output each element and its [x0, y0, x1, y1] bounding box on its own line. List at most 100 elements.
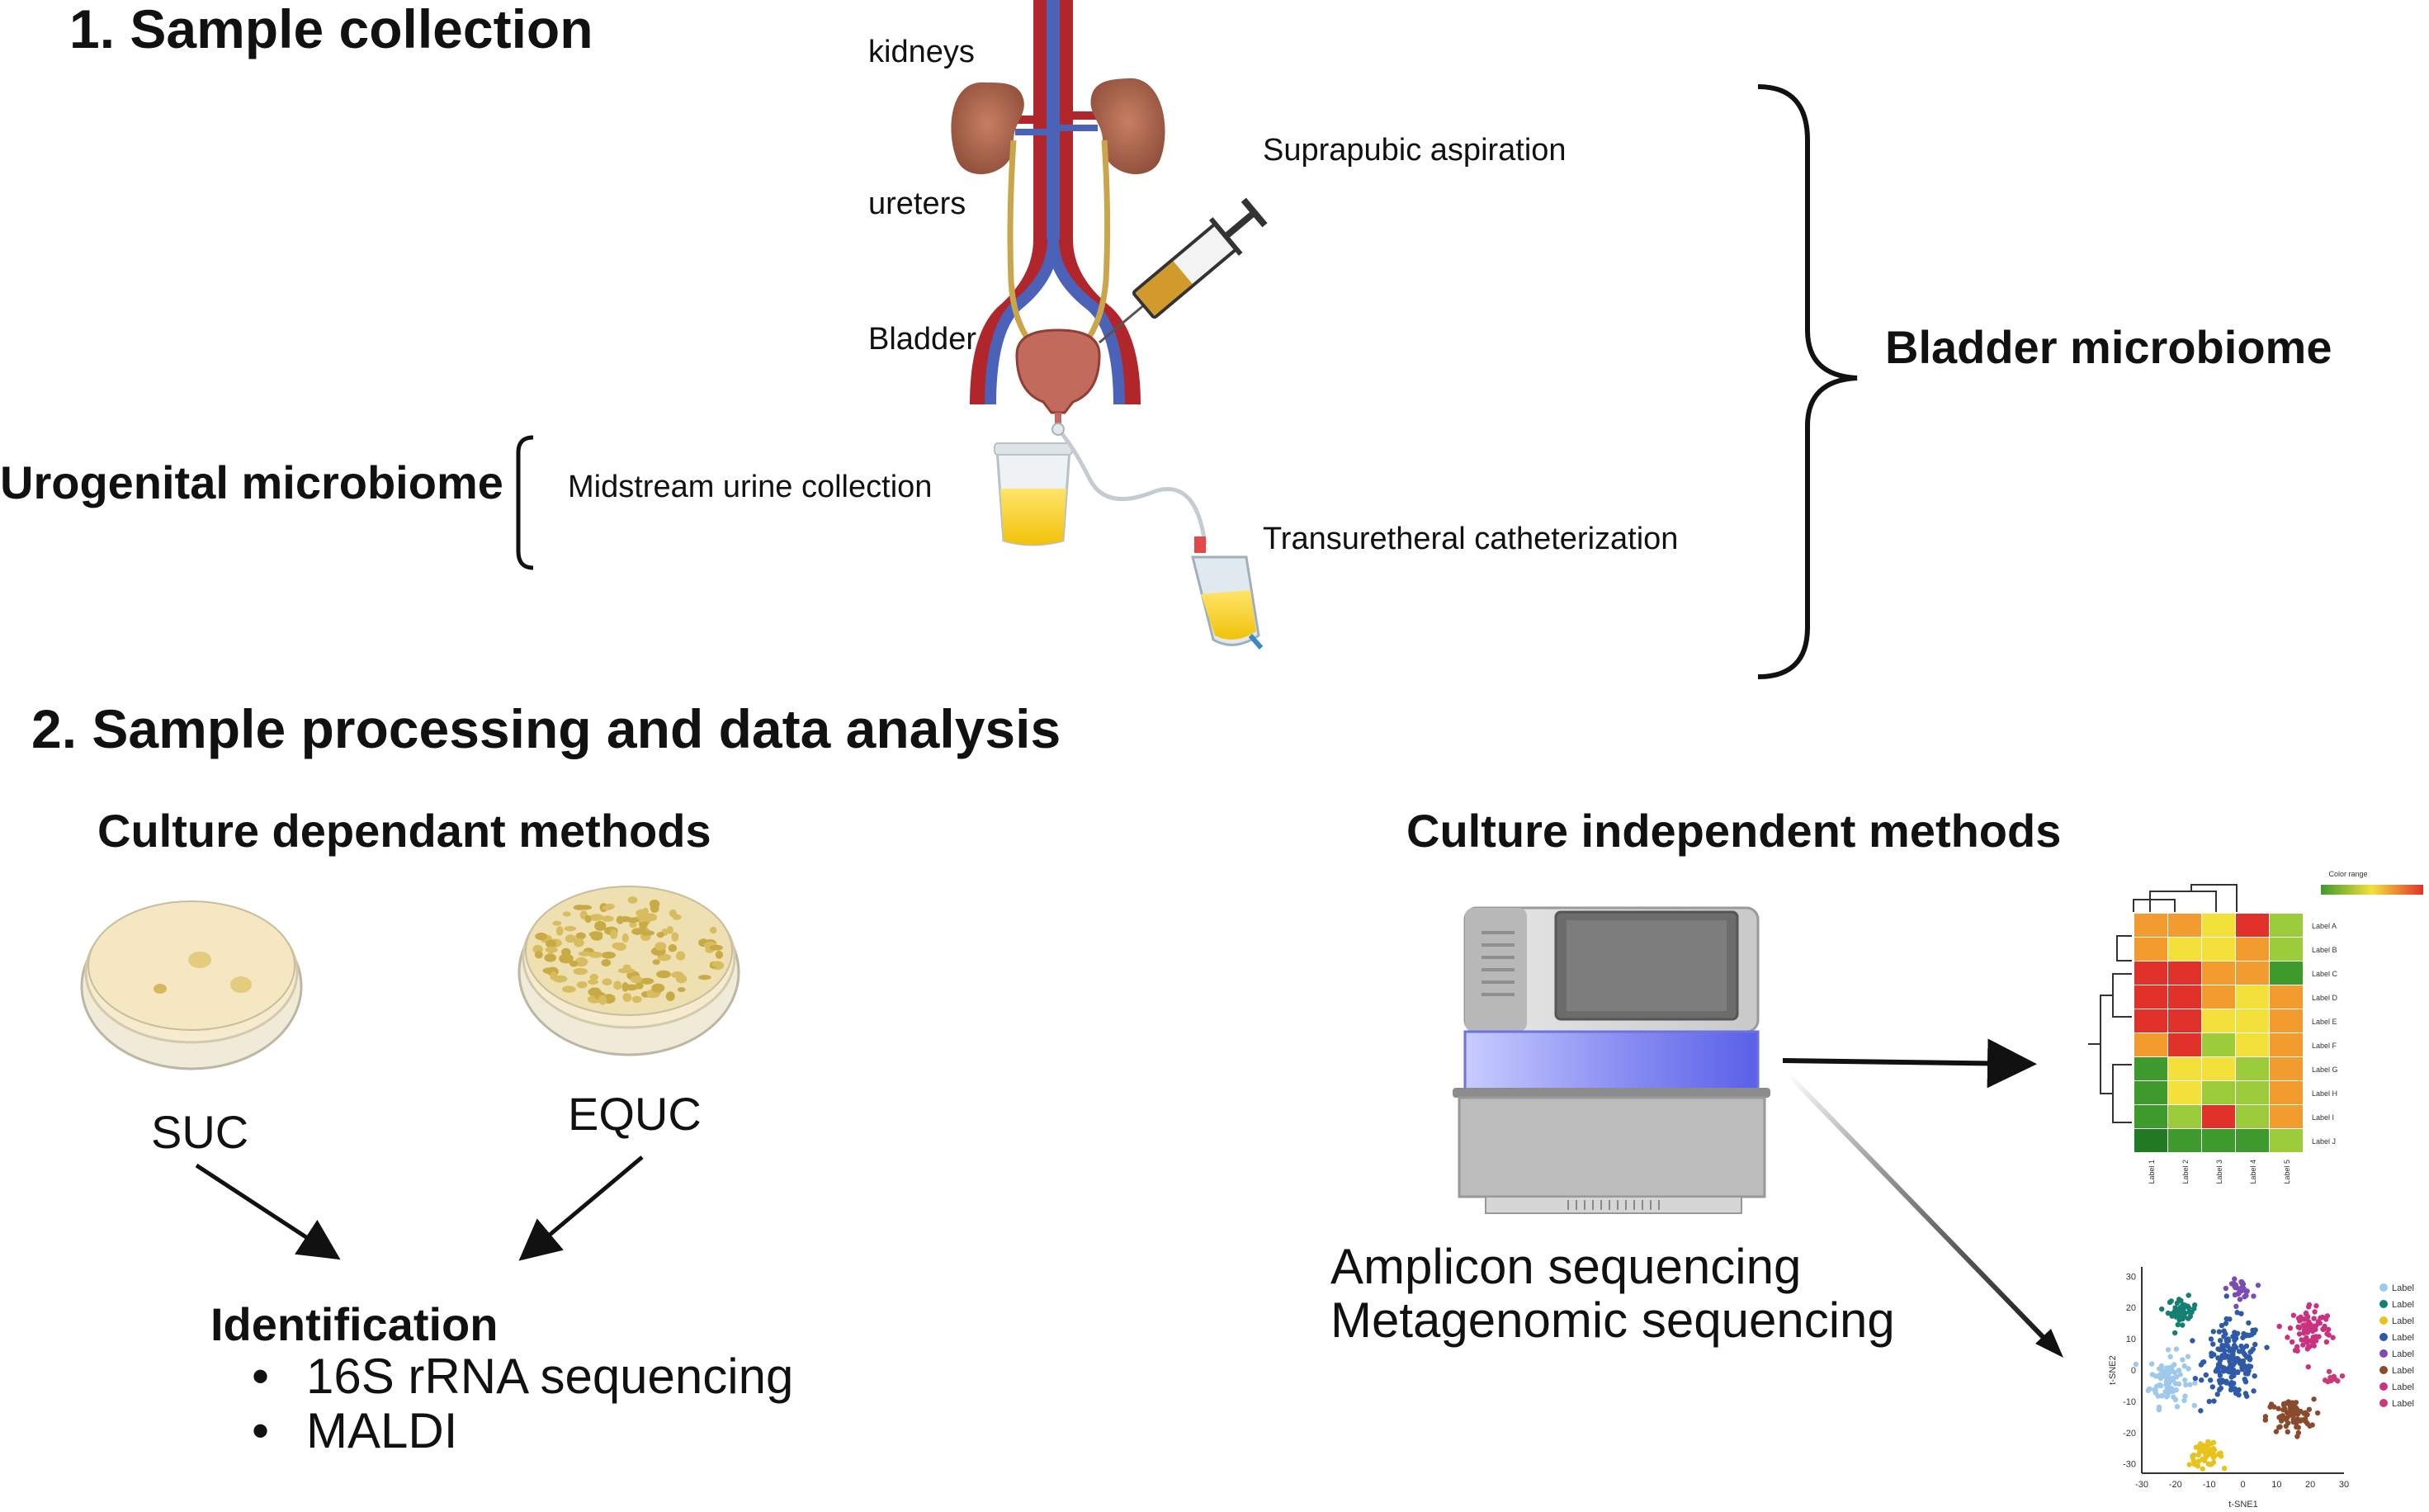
tsne-point: [2248, 1331, 2255, 1338]
heatmap-row-label: Label A: [2312, 922, 2337, 930]
tsne-point: [2296, 1331, 2303, 1337]
tsne-legend-label: Label: [2392, 1316, 2414, 1326]
label-midstream-urine: Midstream urine collection: [568, 470, 933, 504]
tsne-point: [2289, 1339, 2295, 1345]
colony: [535, 933, 548, 941]
tsne-point: [2232, 1276, 2238, 1282]
tsne-point: [2214, 1366, 2220, 1373]
method-metagenomic-sequencing: Metagenomic sequencing: [1330, 1292, 1895, 1348]
tsne-legend-swatch: [2379, 1399, 2388, 1407]
colony: [645, 913, 658, 922]
tsne-point: [2198, 1362, 2205, 1368]
tsne-point: [2206, 1398, 2212, 1405]
colony: [562, 985, 576, 993]
tsne-point: [2285, 1429, 2290, 1435]
tsne-point: [2294, 1348, 2300, 1354]
tsne-point: [2211, 1352, 2217, 1358]
heatmap-cell: [2270, 985, 2303, 1009]
tsne-point: [2191, 1402, 2198, 1409]
colony: [665, 991, 675, 1001]
tsne-point: [2159, 1392, 2165, 1399]
heatmap-column-dendrogram: [2133, 884, 2238, 912]
heatmap-cell: [2134, 962, 2167, 985]
tsne-point: [2309, 1422, 2315, 1428]
tsne-point: [2195, 1452, 2201, 1458]
heatmap-cell: [2270, 914, 2303, 937]
colony: [651, 983, 665, 993]
colony: [601, 915, 614, 922]
tsne-point: [2187, 1382, 2193, 1387]
tsne-point: [2183, 1382, 2189, 1388]
tsne-points: [2133, 1276, 2346, 1472]
heatmap-row-label: Label B: [2312, 946, 2337, 954]
tsne-point: [2280, 1407, 2286, 1413]
tsne-point: [2221, 1334, 2227, 1340]
colony: [616, 915, 624, 924]
tsne-point: [2215, 1355, 2221, 1361]
tsne-point: [2186, 1292, 2191, 1298]
tsne-legend-label: Label: [2392, 1366, 2414, 1376]
tsne-point: [2306, 1302, 2313, 1308]
tsne-point: [2190, 1455, 2195, 1461]
tsne-point: [2320, 1326, 2326, 1332]
tsne-point: [2192, 1375, 2199, 1382]
method-amplicon-sequencing: Amplicon sequencing: [1330, 1239, 1802, 1294]
tsne-point: [2221, 1466, 2228, 1472]
heatmap-cell: [2202, 1129, 2235, 1152]
tsne-x-label: t-SNE1: [2228, 1500, 2257, 1510]
tsne-point: [2267, 1404, 2273, 1410]
tsne-point: [2325, 1326, 2332, 1333]
heatmap-color-range-label: Color range: [2328, 870, 2367, 878]
tsne-point: [2247, 1363, 2254, 1369]
heatmap-cell: [2168, 914, 2201, 937]
heatmap-cell: [2202, 1081, 2235, 1104]
tsne-point: [2245, 1371, 2251, 1377]
tsne-point: [2204, 1446, 2210, 1452]
colony: [565, 934, 576, 943]
tsne-point: [2301, 1326, 2308, 1333]
tsne-point: [2235, 1369, 2241, 1376]
colony: [601, 959, 612, 966]
colony: [545, 939, 557, 948]
heatmap-cell: [2202, 914, 2235, 937]
identification-title: Identification: [210, 1298, 499, 1350]
tsne-point: [2164, 1373, 2170, 1380]
heatmap-cell: [2134, 1057, 2167, 1080]
tsne-x-tick: 30: [2339, 1480, 2349, 1490]
tsne-point: [2208, 1336, 2214, 1342]
tsne-legend-label: Label: [2392, 1333, 2414, 1343]
tsne-point: [2238, 1311, 2244, 1316]
heatmap-cell: [2168, 938, 2201, 961]
heatmap-row-label: Label C: [2312, 970, 2338, 978]
colony: [621, 933, 629, 943]
urogenital-microbiome-title: Urogenital microbiome: [0, 456, 503, 508]
tsne-point: [2156, 1406, 2162, 1413]
heatmap-col-label: Label 5: [2283, 1160, 2291, 1184]
colony: [655, 942, 667, 951]
tsne-legend-label: Label: [2392, 1349, 2414, 1359]
culture-independent-heading: Culture independent methods: [1406, 805, 2062, 857]
tsne-point: [2238, 1288, 2244, 1294]
heatmap-cell: [2134, 1081, 2167, 1104]
tsne-point: [2276, 1425, 2282, 1430]
colony: [564, 925, 577, 932]
tsne-point: [2212, 1453, 2218, 1459]
colony: [675, 951, 686, 961]
colony: [598, 995, 607, 1005]
tsne-point: [2247, 1354, 2252, 1361]
tsne-point: [2211, 1398, 2217, 1404]
colony: [698, 975, 711, 980]
tsne-point: [2157, 1382, 2162, 1388]
heatmap-col-label: Label 3: [2215, 1160, 2223, 1184]
tsne-point: [2313, 1303, 2319, 1309]
tsne-point: [2147, 1386, 2153, 1392]
heatmap-cell: [2270, 938, 2303, 961]
tsne-point: [2243, 1288, 2249, 1295]
colony: [652, 959, 660, 966]
label-suprapubic-aspiration: Suprapubic aspiration: [1263, 133, 1567, 168]
colony: [640, 977, 655, 985]
tsne-point: [2168, 1385, 2175, 1392]
colony: [630, 975, 642, 984]
tsne-point: [2304, 1411, 2310, 1418]
heatmap-cell: [2236, 938, 2269, 961]
